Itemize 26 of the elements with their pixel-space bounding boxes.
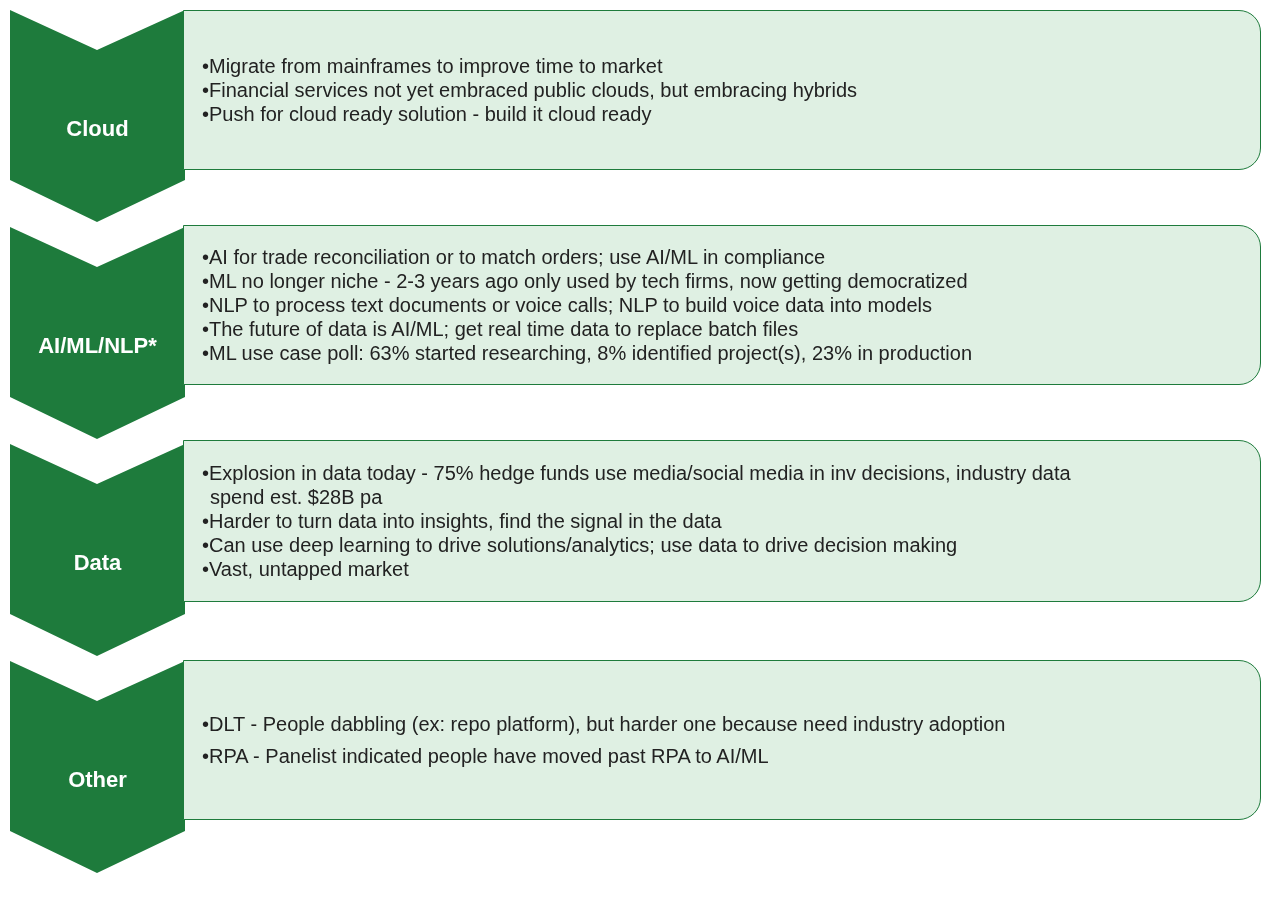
chevron-block [10,661,185,873]
chevron-label: Cloud [65,116,130,142]
bullet-point: •AI for trade reconciliation or to match orders; use AI/ML in compliance [202,245,827,269]
bullet-point: •Harder to turn data into insights, find the signal in the data [202,509,723,533]
bullet-point: •Can use deep learning to drive solutions/analytics; use data to drive decision making [202,533,959,557]
bullet-point: •RPA - Panelist indicated people have moved past RPA to AI/ML [202,744,770,768]
bullet-point: •DLT - People dabbling (ex: repo platform), but harder one because need industry adoption [202,712,1006,736]
content-panel [183,225,1261,385]
bullet-point: •ML no longer niche - 2-3 years ago only used by tech firms, now getting democratized [202,269,969,293]
chevron-block [10,444,185,656]
chevron-label: Data [72,550,123,576]
chevron-label: Other [67,767,128,793]
chevron-block [10,227,185,439]
content-panel [183,440,1261,602]
chevron-block [10,10,185,222]
bullet-point: •The future of data is AI/ML; get real time data to replace batch files [202,317,800,341]
bullet-point: •Explosion in data today - 75% hedge funds use media/social media in inv decisions, industry data spend est. $28B pa [202,461,1072,509]
bullet-point: •Migrate from mainframes to improve time to market [202,54,664,78]
bullet-point: •Push for cloud ready solution - build it cloud ready [202,102,653,126]
bullet-point: •NLP to process text documents or voice calls; NLP to build voice data into models [202,293,933,317]
chevron-label: AI/ML/NLP* [37,333,158,359]
bullet-point: •Vast, untapped market [202,557,410,581]
bullet-point: •Financial services not yet embraced public clouds, but embracing hybrids [202,78,858,102]
content-panel [183,10,1261,170]
bullet-point: •ML use case poll: 63% started researching, 8% identified project(s), 23% in production [202,341,972,365]
content-panel [183,660,1261,820]
